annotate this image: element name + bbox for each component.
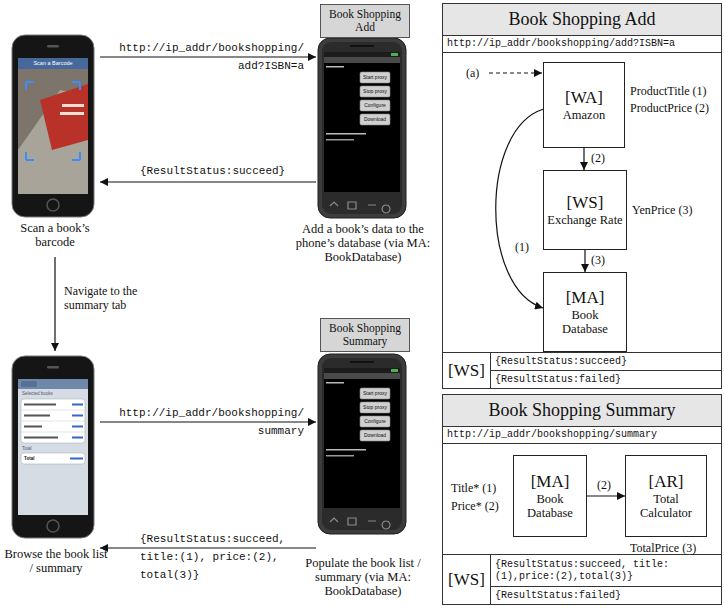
box-tag: [WS]: [567, 193, 604, 213]
input-arrow: [489, 72, 542, 73]
box-name: Exchange Rate: [547, 213, 622, 227]
component-box: [WA]Amazon: [543, 62, 625, 148]
screen-text: Start proxy: [360, 74, 390, 81]
edge-label: (2): [590, 151, 606, 165]
annotation-label: ProductTitle (1): [630, 84, 720, 98]
service-header-box: Book Shopping Summary: [320, 318, 410, 352]
iphone-list: [12, 356, 94, 538]
component-box: [WS]Exchange Rate: [543, 170, 627, 250]
edge-label: (3): [590, 253, 606, 267]
service-panel: Book Shopping Add http://ip_addr/bookshop…: [442, 3, 722, 389]
status-tag: [WS]: [448, 570, 485, 590]
flow-arrow: [496, 109, 543, 308]
panel-header-band: Book Shopping Add: [443, 4, 721, 36]
annotation-label: YenPrice (3): [632, 203, 712, 217]
annotation-label: Scan a book’s barcode: [6, 221, 104, 249]
edge-label: (2): [596, 478, 612, 492]
screen-text: Start proxy: [360, 390, 390, 397]
panel-title: Book Shopping Summary: [488, 400, 675, 421]
status-tag-cell: [WS]: [442, 554, 491, 605]
navigate-arrow: [54, 257, 55, 351]
box-tag: [WA]: [565, 88, 603, 108]
status-tag-cell: [WS]: [442, 352, 491, 389]
annotation-label: ProductPrice (2): [630, 101, 720, 115]
screen-text: Download: [360, 432, 390, 439]
url-text: http://ip_addr/bookshopping/add?ISBN=a: [447, 38, 675, 50]
android-phone-add: [318, 38, 406, 218]
screen-text: Stop proxy: [360, 404, 390, 411]
screen-text: Download: [360, 116, 390, 123]
annotation-label: Navigate to the summary tab: [64, 284, 154, 312]
annotation-label: (a): [466, 66, 488, 80]
screen-text: Stop proxy: [360, 88, 390, 95]
url-text: http://ip_addr/bookshopping/summary: [447, 429, 657, 441]
flow-arrow: [584, 250, 585, 272]
panel-header-band: Book Shopping Summary: [443, 395, 721, 427]
status-text: {ResultStatus:failed}: [495, 374, 717, 386]
screen-text: Scan a Barcode: [18, 59, 88, 68]
status-text: {ResultStatus:succeed, title:(1),price:(…: [495, 559, 717, 583]
box-tag: [MA]: [566, 288, 605, 308]
iphone-scan: [12, 35, 94, 217]
header-text: Book Shopping Summary: [323, 322, 407, 348]
url-band: http://ip_addr/bookshopping/add?ISBN=a: [443, 36, 721, 53]
box-name: Total Calculator: [629, 492, 703, 520]
annotation-label: Add a book’s data to the phone’s databas…: [286, 222, 440, 264]
box-tag: [AR]: [649, 472, 684, 492]
box-name: Book Database: [517, 492, 583, 520]
screen-text: Selected books: [22, 391, 84, 397]
flow-arrow: [583, 148, 584, 170]
response-arrow: [100, 181, 316, 182]
edge-label: (1): [514, 240, 530, 254]
annotation-label: http://ip_addr/bookshopping/summary: [118, 404, 304, 440]
request-arrow: [100, 421, 316, 422]
box-name: Amazon: [563, 108, 605, 122]
response-arrow: [100, 547, 316, 548]
screen-text: Total: [22, 446, 84, 452]
url-band: http://ip_addr/bookshopping/summary: [443, 427, 721, 444]
component-box: [MA]Book Database: [543, 272, 627, 352]
android-phone-summary: [318, 354, 406, 534]
annotation-label: TotalPrice (3): [630, 541, 716, 555]
status-row-cell: {ResultStatus:failed}: [490, 586, 722, 605]
status-text: {ResultStatus:succeed}: [495, 356, 717, 368]
screen-text: Configure: [360, 418, 390, 425]
screen-text: Total: [24, 455, 64, 462]
annotation-label: {ResultStatus:succeed}: [140, 164, 300, 178]
component-box: [AR]Total Calculator: [625, 455, 707, 537]
annotation-label: {ResultStatus:succeed, title:(1), price:…: [140, 530, 292, 584]
flow-arrow: [587, 495, 625, 496]
panel-title: Book Shopping Add: [508, 9, 655, 30]
status-row-cell: {ResultStatus:succeed}: [490, 352, 722, 371]
request-arrow: [100, 56, 316, 57]
annotation-label: http://ip_addr/bookshopping/add?ISBN=a: [118, 39, 304, 75]
annotation-label: Browse the book list / summary: [4, 547, 108, 575]
status-row-cell: {ResultStatus:failed}: [490, 370, 722, 389]
annotation-label: Title* (1): [451, 481, 511, 495]
service-header-box: Book Shopping Add: [320, 4, 410, 38]
annotation-label: Price* (2): [451, 499, 511, 513]
annotation-label: Populate the book list / summary (via MA…: [286, 556, 440, 598]
status-tag: [WS]: [448, 361, 485, 381]
component-box: [MA]Book Database: [513, 455, 587, 537]
status-row-cell: {ResultStatus:succeed, title:(1),price:(…: [490, 554, 722, 587]
box-tag: [MA]: [531, 472, 570, 492]
box-name: Book Database: [547, 308, 623, 336]
header-text: Book Shopping Add: [323, 8, 407, 34]
status-text: {ResultStatus:failed}: [495, 590, 717, 602]
screen-text: Configure: [360, 102, 390, 109]
